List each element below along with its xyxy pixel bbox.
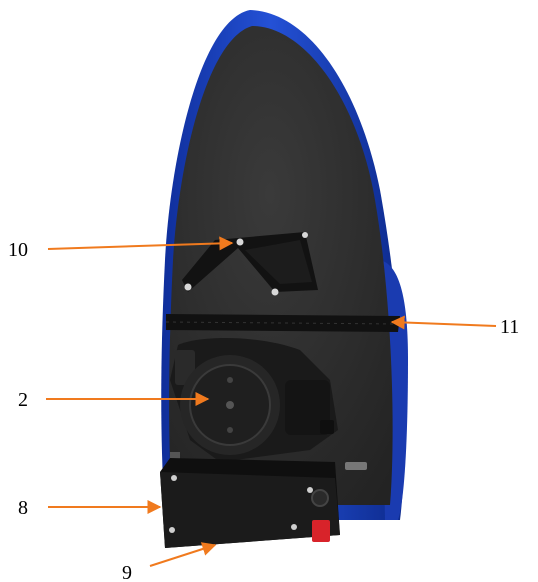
- callout-arrows: [46, 236, 497, 567]
- strap: [165, 314, 401, 332]
- control-box: [160, 458, 340, 548]
- callout-label-11: 11: [500, 316, 519, 338]
- callout-label-10: 10: [8, 239, 28, 261]
- callout-label-2: 2: [18, 389, 28, 411]
- arrow-11: [390, 315, 497, 330]
- hinge-rods: [170, 452, 367, 470]
- blower-unit: [170, 338, 338, 462]
- arrow-10: [47, 236, 234, 251]
- callout-labels: 10 11 2 8 9: [8, 239, 519, 582]
- callout-label-9: 9: [122, 562, 132, 582]
- arrow-9: [149, 542, 217, 567]
- iron-rest-bracket: [182, 232, 318, 296]
- power-switch: [312, 520, 330, 542]
- callout-label-8: 8: [18, 497, 28, 519]
